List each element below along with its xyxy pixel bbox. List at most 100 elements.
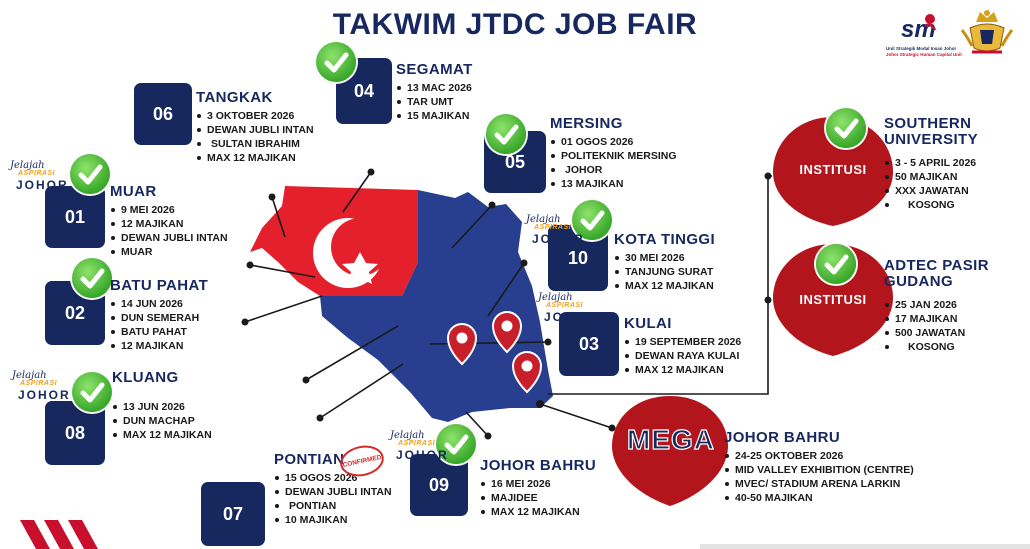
completed-check-icon <box>486 114 526 154</box>
event-detail: DEWAN JUBLI INTAN <box>196 123 314 137</box>
event-detail: MAX 12 MAJIKAN <box>614 279 715 293</box>
mega-pin <box>612 396 728 506</box>
event-number-box: 08 <box>45 401 105 465</box>
event-detail: 40-50 MAJIKAN <box>724 491 914 505</box>
institusi-pin-adtec <box>773 244 893 356</box>
institusi-label: INSTITUSI <box>799 162 867 177</box>
event-detail: 3 OKTOBER 2026 <box>196 109 314 123</box>
jelajah-aspirasi-logo: Jelajah ASPIRASI JOHOR <box>10 160 72 194</box>
jelajah-line1: Jelajah <box>526 214 561 225</box>
jelajah-aspirasi-logo: Jelajah ASPIRASI JOHOR <box>390 430 452 464</box>
jelajah-aspirasi-logo: Jelajah ASPIRASI JOHOR <box>12 370 74 404</box>
institution-name: SOUTHERN <box>884 115 972 132</box>
jelajah-line2: ASPIRASI <box>534 224 572 231</box>
event-segamat: SEGAMAT 13 MAC 2026 TAR UMT 15 MAJIKAN <box>396 62 473 123</box>
jelajah-line3: JOHOR <box>18 388 71 402</box>
completed-check-icon <box>72 372 112 412</box>
event-detail: DEWAN RAYA KULAI <box>624 349 741 363</box>
event-detail: MUAR <box>110 245 228 259</box>
completed-check-icon <box>436 424 476 464</box>
event-detail: TAR UMT <box>396 95 473 109</box>
institusi-label: INSTITUSI <box>799 292 867 307</box>
johor-crest-icon <box>958 8 1016 58</box>
mega-event-johor-bahru: JOHOR BAHRU 24-25 OKTOBER 2026 MID VALLE… <box>724 430 914 505</box>
crescent-inner <box>331 218 389 276</box>
event-detail: 15 OGOS 2026 <box>274 471 392 485</box>
completed-check-icon <box>316 42 356 82</box>
event-number-box: 01 <box>45 186 105 248</box>
event-detail: KOSONG <box>884 340 989 354</box>
usm-logo-line1: Unit Strategik Modal Insan Johor <box>886 46 957 51</box>
map-pin-icon <box>491 311 523 354</box>
jelajah-line2: ASPIRASI <box>18 170 56 177</box>
event-detail: MAX 12 MAJIKAN <box>480 505 596 519</box>
completed-check-icon <box>70 154 110 194</box>
event-name: KULAI <box>624 315 672 332</box>
usm-logo: sm Unit Strategik Modal Insan Johor Joho… <box>886 10 962 58</box>
event-detail: 24-25 OKTOBER 2026 <box>724 449 914 463</box>
event-pontian: PONTIAN 15 OGOS 2026 DEWAN JUBLI INTAN P… <box>274 452 392 527</box>
event-tangkak: TANGKAK 3 OKTOBER 2026 DEWAN JUBLI INTAN… <box>196 90 314 165</box>
event-detail: DEWAN JUBLI INTAN <box>274 485 392 499</box>
event-detail: 01 OGOS 2026 <box>550 135 677 149</box>
event-detail: DUN MACHAP <box>112 414 212 428</box>
event-number-box: 07 <box>201 482 265 546</box>
connector-dots <box>241 168 772 440</box>
event-detail: SULTAN IBRAHIM <box>196 137 314 151</box>
event-kulai: KULAI 19 SEPTEMBER 2026 DEWAN RAYA KULAI… <box>624 316 741 377</box>
event-name: KOTA TINGGI <box>614 231 716 248</box>
jelajah-line1: Jelajah <box>390 430 425 441</box>
jelajah-aspirasi-logo: Jelajah ASPIRASI JOHOR <box>538 292 600 326</box>
jelajah-line3: JOHOR <box>16 178 69 192</box>
event-kota-tinggi: KOTA TINGGI 30 MEI 2026 TANJUNG SURAT MA… <box>614 232 715 293</box>
event-detail: PONTIAN <box>274 499 392 513</box>
event-name: TANGKAK <box>196 89 273 106</box>
event-kluang: KLUANG 13 JUN 2026 DUN MACHAP MAX 12 MAJ… <box>112 370 212 442</box>
map-location-pins <box>446 311 543 394</box>
map-pin-icon <box>511 351 543 394</box>
event-number-box: 09 <box>410 454 468 516</box>
event-detail: 12 MAJIKAN <box>110 339 208 353</box>
event-detail: TANJUNG SURAT <box>614 265 715 279</box>
event-detail: 25 JAN 2026 <box>884 298 989 312</box>
event-detail: MAX 12 MAJIKAN <box>624 363 741 377</box>
event-name: KLUANG <box>112 369 179 386</box>
jelajah-line2: ASPIRASI <box>546 302 584 309</box>
usm-logo-mark: sm <box>899 10 939 46</box>
event-detail: 13 MAJIKAN <box>550 177 677 191</box>
institution-adtec-pasir-gudang: ADTEC PASIR GUDANG 25 JAN 2026 17 MAJIKA… <box>884 258 989 354</box>
event-johor-bahru: JOHOR BAHRU 16 MEI 2026 MAJIDEE MAX 12 M… <box>480 458 596 519</box>
event-number-box: 04 <box>336 58 392 124</box>
completed-check-icon <box>572 200 612 240</box>
page-title: TAKWIM JTDC JOB FAIR <box>332 8 698 41</box>
event-detail: 500 JAWATAN <box>884 326 989 340</box>
event-detail: MVEC/ STADIUM ARENA LARKIN <box>724 477 914 491</box>
institusi-pin-southern <box>773 117 893 226</box>
event-detail: 30 MEI 2026 <box>614 251 715 265</box>
completed-check-icon <box>826 108 866 148</box>
event-number-box: 06 <box>134 83 192 145</box>
event-batu-pahat: BATU PAHAT 14 JUN 2026 DUN SEMERAH BATU … <box>110 278 208 353</box>
event-detail: 15 MAJIKAN <box>396 109 473 123</box>
event-detail: MAX 12 MAJIKAN <box>196 151 314 165</box>
institution-name: UNIVERSITY <box>884 131 979 148</box>
event-detail: 13 JUN 2026 <box>112 400 212 414</box>
event-mersing: MERSING 01 OGOS 2026 POLITEKNIK MERSING … <box>550 116 677 191</box>
event-detail: JOHOR <box>550 163 677 177</box>
event-detail: 13 MAC 2026 <box>396 81 473 95</box>
institution-southern-university: SOUTHERN UNIVERSITY 3 - 5 APRIL 2026 50 … <box>884 116 978 212</box>
jelajah-line1: Jelajah <box>10 160 45 171</box>
map-pin-icon <box>446 323 478 366</box>
jelajah-aspirasi-logo: Jelajah ASPIRASI JOHOR <box>526 214 588 248</box>
mega-label: MEGA <box>626 423 715 455</box>
jelajah-line1: Jelajah <box>538 292 573 303</box>
completed-check-icon <box>816 244 856 284</box>
event-detail: 9 MEI 2026 <box>110 203 228 217</box>
event-detail: POLITEKNIK MERSING <box>550 149 677 163</box>
event-detail: MAX 12 MAJIKAN <box>112 428 212 442</box>
event-detail: DUN SEMERAH <box>110 311 208 325</box>
institution-name: GUDANG <box>884 273 954 290</box>
event-name: BATU PAHAT <box>110 277 209 294</box>
event-detail: 19 SEPTEMBER 2026 <box>624 335 741 349</box>
event-name: MUAR <box>110 183 157 200</box>
